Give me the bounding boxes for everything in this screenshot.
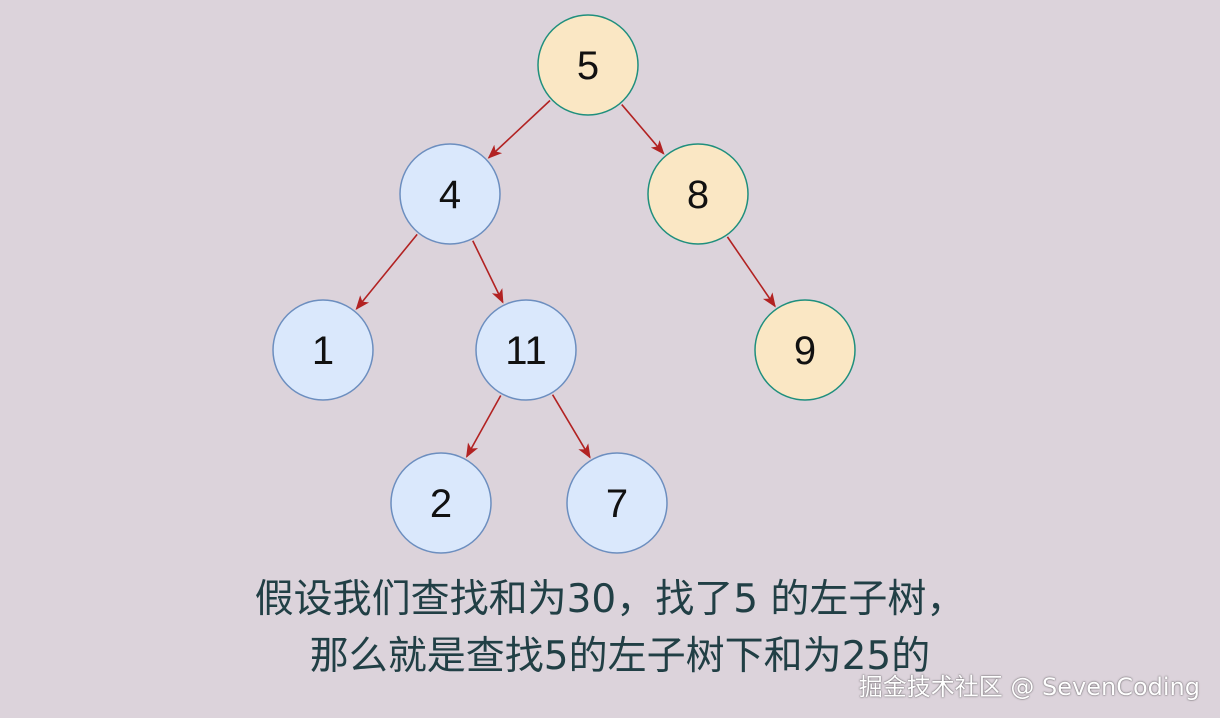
node-circle — [754, 299, 856, 401]
edge-4-to-1 — [355, 233, 418, 311]
node-circle — [566, 452, 668, 554]
node-label: 8 — [687, 173, 709, 217]
tree-node-5: 5 — [537, 14, 639, 116]
node-circle — [272, 299, 374, 401]
tree-edges — [355, 99, 776, 459]
node-label: 5 — [577, 44, 599, 88]
edge-4-to-11 — [472, 240, 504, 304]
node-label: 2 — [430, 482, 452, 526]
node-circle — [475, 299, 577, 401]
tree-node-9: 9 — [754, 299, 856, 401]
edge-11-to-2 — [466, 395, 502, 458]
edge-5-to-8 — [621, 104, 665, 155]
node-label: 11 — [505, 329, 547, 373]
node-circle — [537, 14, 639, 116]
watermark: 掘金技术社区 @ SevenCoding — [858, 673, 1200, 701]
tree-node-8: 8 — [647, 143, 749, 245]
tree-node-4: 4 — [399, 143, 501, 245]
caption-line-2: 那么就是查找5的左子树下和为25的 — [309, 634, 931, 679]
edge-8-to-9 — [726, 236, 776, 308]
caption-line-1: 假设我们查找和为30，找了5 的左子树， — [254, 577, 966, 622]
edge-11-to-7 — [551, 394, 591, 459]
tree-node-2: 2 — [390, 452, 492, 554]
tree-node-1: 1 — [272, 299, 374, 401]
node-circle — [399, 143, 501, 245]
node-circle — [390, 452, 492, 554]
node-label: 4 — [439, 173, 461, 217]
node-label: 9 — [794, 329, 816, 373]
node-label: 7 — [606, 482, 628, 526]
edge-5-to-4 — [487, 99, 551, 159]
node-label: 1 — [312, 329, 334, 373]
tree-node-7: 7 — [566, 452, 668, 554]
node-circle — [647, 143, 749, 245]
tree-node-11: 11 — [475, 299, 577, 401]
